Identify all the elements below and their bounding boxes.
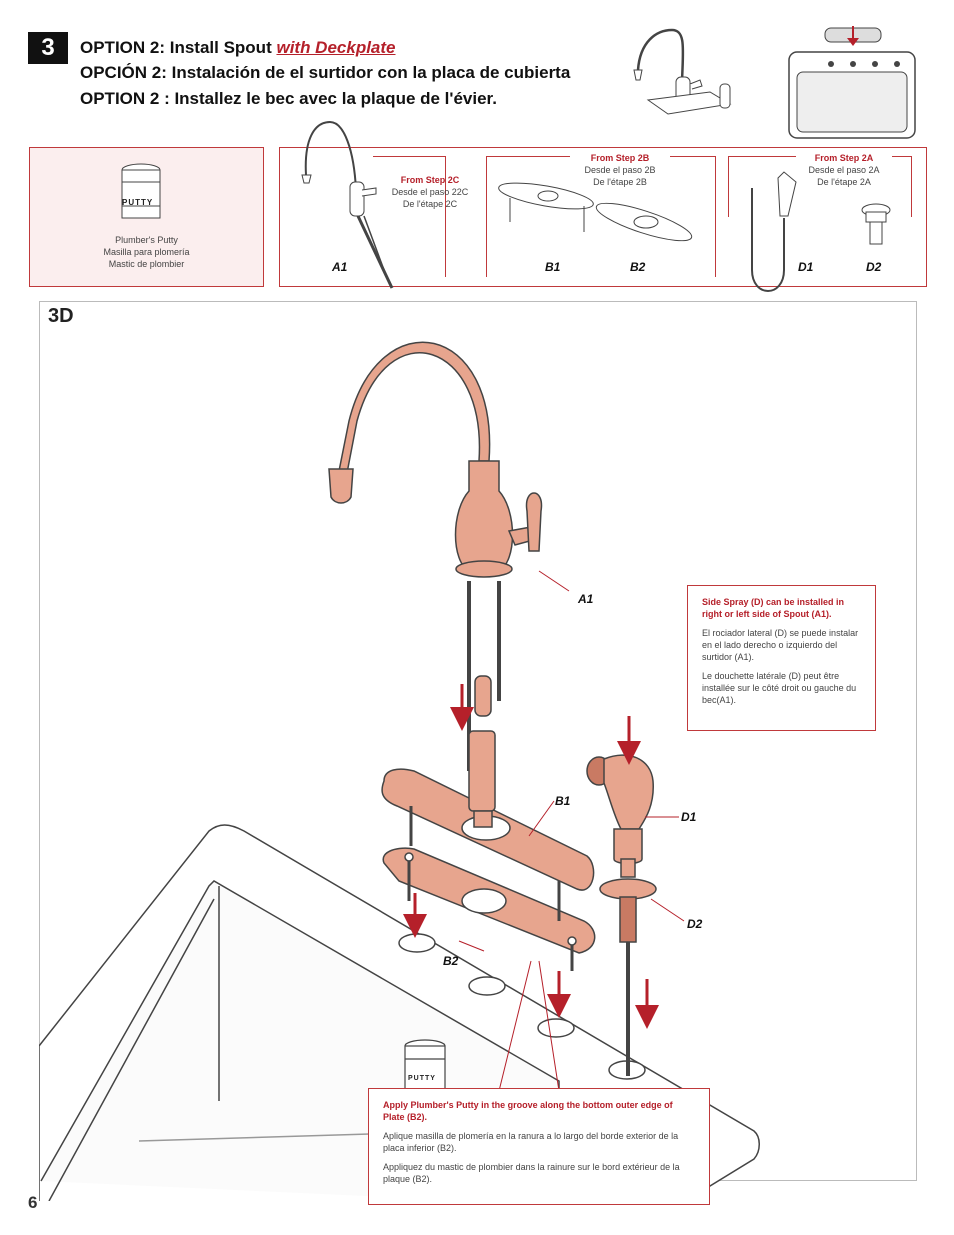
side-spray-note-es: El rociador lateral (D) se puede instala… [702,628,859,662]
side-spray-d1-d2 [586,754,657,1076]
step2c-caption: From Step 2C Desde el paso 22C De l'étap… [380,174,480,210]
putty-jar-icon [121,163,161,219]
side-spray-d1-thumbnail [751,171,797,292]
step2c-bracket [373,156,446,277]
putty-caption: Plumber's Putty Masilla para plomería Ma… [30,234,263,270]
step2b-fr: De l'étape 2B [593,177,647,187]
sink-top-view-illustration [788,26,916,139]
step2c-fr: De l'étape 2C [402,199,458,209]
main-label-b2: B2 [443,954,459,968]
page-number: 6 [28,1193,38,1212]
step-3d-label: 3D [48,305,74,327]
putty-note-fr: Appliquez du mastic de plombier dans la … [383,1162,680,1184]
main-label-a1: A1 [578,592,594,606]
step2b-caption: From Step 2B Desde el paso 2B De l'étape… [570,152,670,188]
putty-tool-box: PUTTY Plumber's Putty Masilla para plome… [29,147,264,287]
header-option-fr: OPTION 2 : Installez le bec avec la plaq… [80,89,497,108]
spout-a1 [328,341,543,828]
putty-caption-es: Masilla para plomería [103,247,190,257]
putty-note: Apply Plumber's Putty in the groove alon… [368,1088,710,1205]
putty-jar-main-label: PUTTY [408,1075,436,1082]
deckplate-b2 [382,847,596,971]
leader-lines [458,570,685,1092]
putty-jar-label: PUTTY [122,198,154,207]
header-option-en: OPTION 2: Install Spout with Deckplate [80,38,396,58]
main-label-d2: D2 [687,917,703,931]
spout-a1-thumbnail [301,120,394,289]
step2a-caption: From Step 2A Desde el paso 2A De l'étape… [796,152,892,188]
step-number: 3 [28,32,68,64]
putty-caption-en: Plumber's Putty [115,235,178,245]
deckplate-b1-b2-thumbnail [498,182,693,242]
side-spray-note-en: Side Spray (D) can be installed in right… [702,597,845,619]
step2a-fr: De l'étape 2A [817,177,871,187]
installation-illustration [39,341,760,1201]
part-label-d2: D2 [866,260,882,274]
part-label-a1: A1 [332,260,348,274]
part-label-d1: D1 [798,260,814,274]
side-spray-note-fr: Le douchette latérale (D) peut être inst… [702,671,857,705]
step2c-title: From Step 2C [400,175,460,185]
putty-note-es: Aplique masilla de plomería en la ranura… [383,1131,679,1153]
main-label-b1: B1 [555,794,571,808]
step2a-title: From Step 2A [814,153,874,163]
faucet-thumbnail-illustration [633,28,732,115]
step2b-es: Desde el paso 2B [584,165,656,175]
side-spray-note: Side Spray (D) can be installed in right… [687,585,876,731]
header-option-en-emphasis: with Deckplate [276,38,396,57]
header-option-en-prefix: OPTION 2: Install Spout [80,38,277,57]
mounting-nut-d2-thumbnail [861,203,891,245]
faucet-holes [398,933,646,1080]
step2b-title: From Step 2B [590,153,650,163]
header-option-es: OPCIÓN 2: Instalación de el surtidor con… [80,63,571,82]
putty-jar-main-icon [404,1039,446,1091]
main-label-d1: D1 [681,810,697,824]
putty-caption-fr: Mastic de plombier [108,259,185,269]
step2a-es: Desde el paso 2A [808,165,880,175]
putty-note-en: Apply Plumber's Putty in the groove alon… [383,1100,673,1122]
step2c-es: Desde el paso 22C [391,187,469,197]
parts-list-box: From Step 2C Desde el paso 22C De l'étap… [279,120,927,292]
part-label-b2: B2 [630,260,646,274]
part-label-b1: B1 [545,260,561,274]
direction-arrows [403,684,659,1029]
